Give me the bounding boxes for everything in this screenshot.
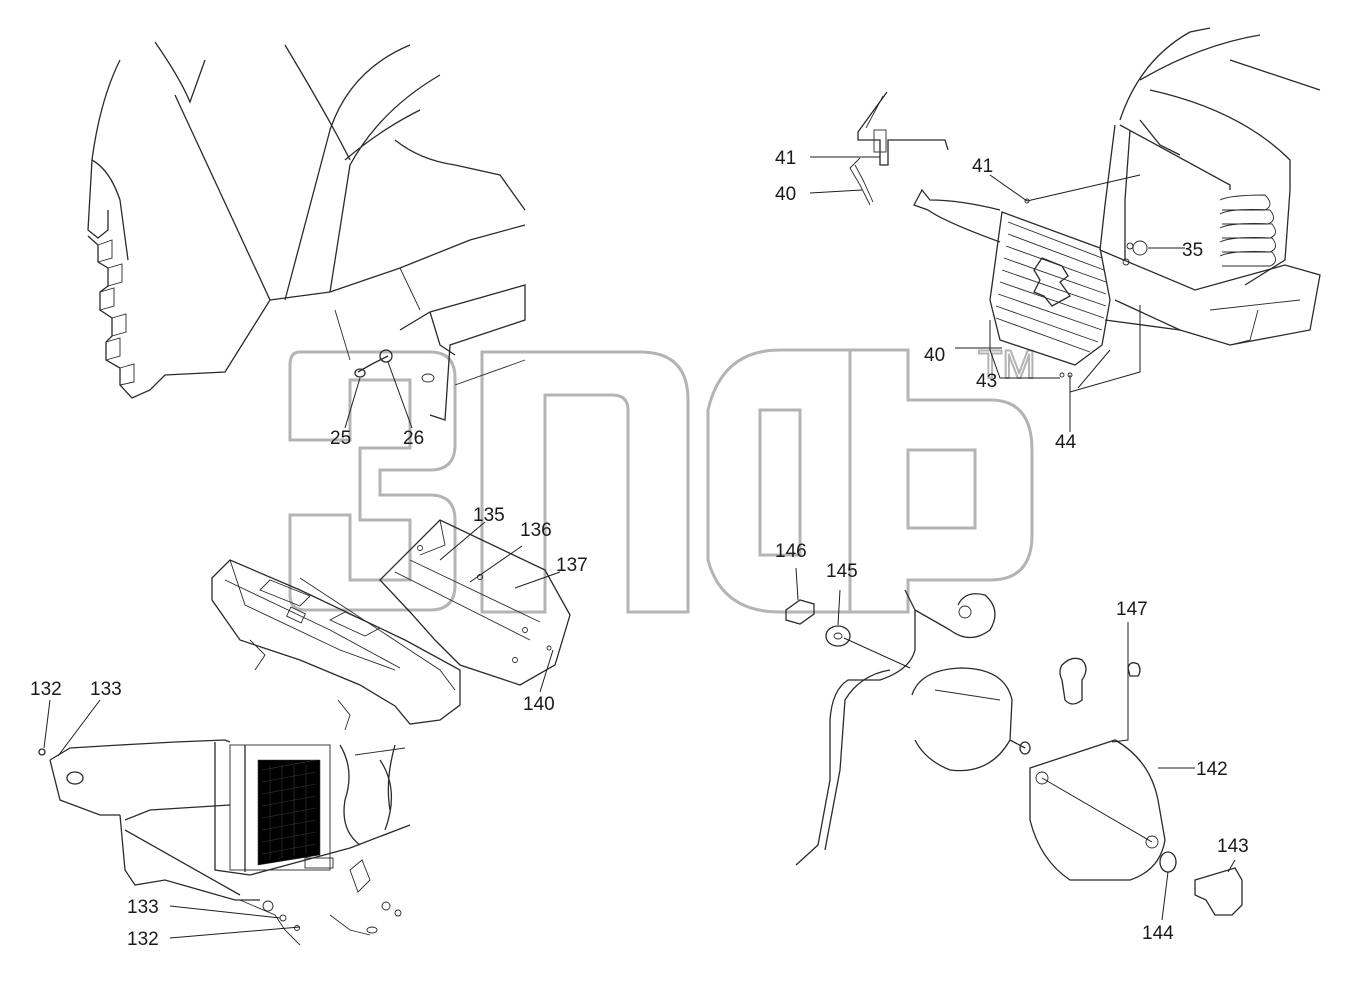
- cab-grille-view: [809, 27, 1321, 432]
- radiator-core: [257, 759, 321, 866]
- callout-41-section: 41: [775, 148, 796, 169]
- callout-142: 142: [1196, 759, 1228, 780]
- callout-40: 40: [924, 345, 945, 366]
- callout-145: 145: [826, 561, 858, 582]
- cover-plate-view: [785, 567, 1243, 921]
- radiator-front-view: [38, 699, 411, 946]
- callout-132-top: 132: [30, 679, 62, 700]
- callout-40-section: 40: [775, 184, 796, 205]
- callout-147: 147: [1116, 599, 1148, 620]
- callout-146: 146: [775, 541, 807, 562]
- callout-43: 43: [976, 371, 997, 392]
- callout-133-top: 133: [90, 679, 122, 700]
- callout-35: 35: [1182, 240, 1203, 261]
- callout-143: 143: [1217, 836, 1249, 857]
- watermark-logo: TM: [288, 342, 1037, 614]
- callout-135: 135: [473, 505, 505, 526]
- callout-132-bottom: 132: [127, 929, 159, 950]
- callout-labels: 25 26 41 40 41 35 40 43 44 135 136 137 1…: [30, 148, 1249, 950]
- callout-133-bottom: 133: [127, 897, 159, 918]
- callout-25: 25: [330, 428, 351, 449]
- callout-44: 44: [1055, 432, 1077, 453]
- callout-136: 136: [520, 520, 552, 541]
- watermark-trademark: TM: [978, 343, 1036, 387]
- bumper-bracket-view: [211, 519, 571, 731]
- callout-41: 41: [972, 156, 993, 177]
- callout-144: 144: [1142, 923, 1174, 944]
- callout-140: 140: [523, 694, 555, 715]
- callout-137: 137: [556, 555, 588, 576]
- callout-26: 26: [403, 428, 424, 449]
- cab-fender-view: [87, 41, 526, 429]
